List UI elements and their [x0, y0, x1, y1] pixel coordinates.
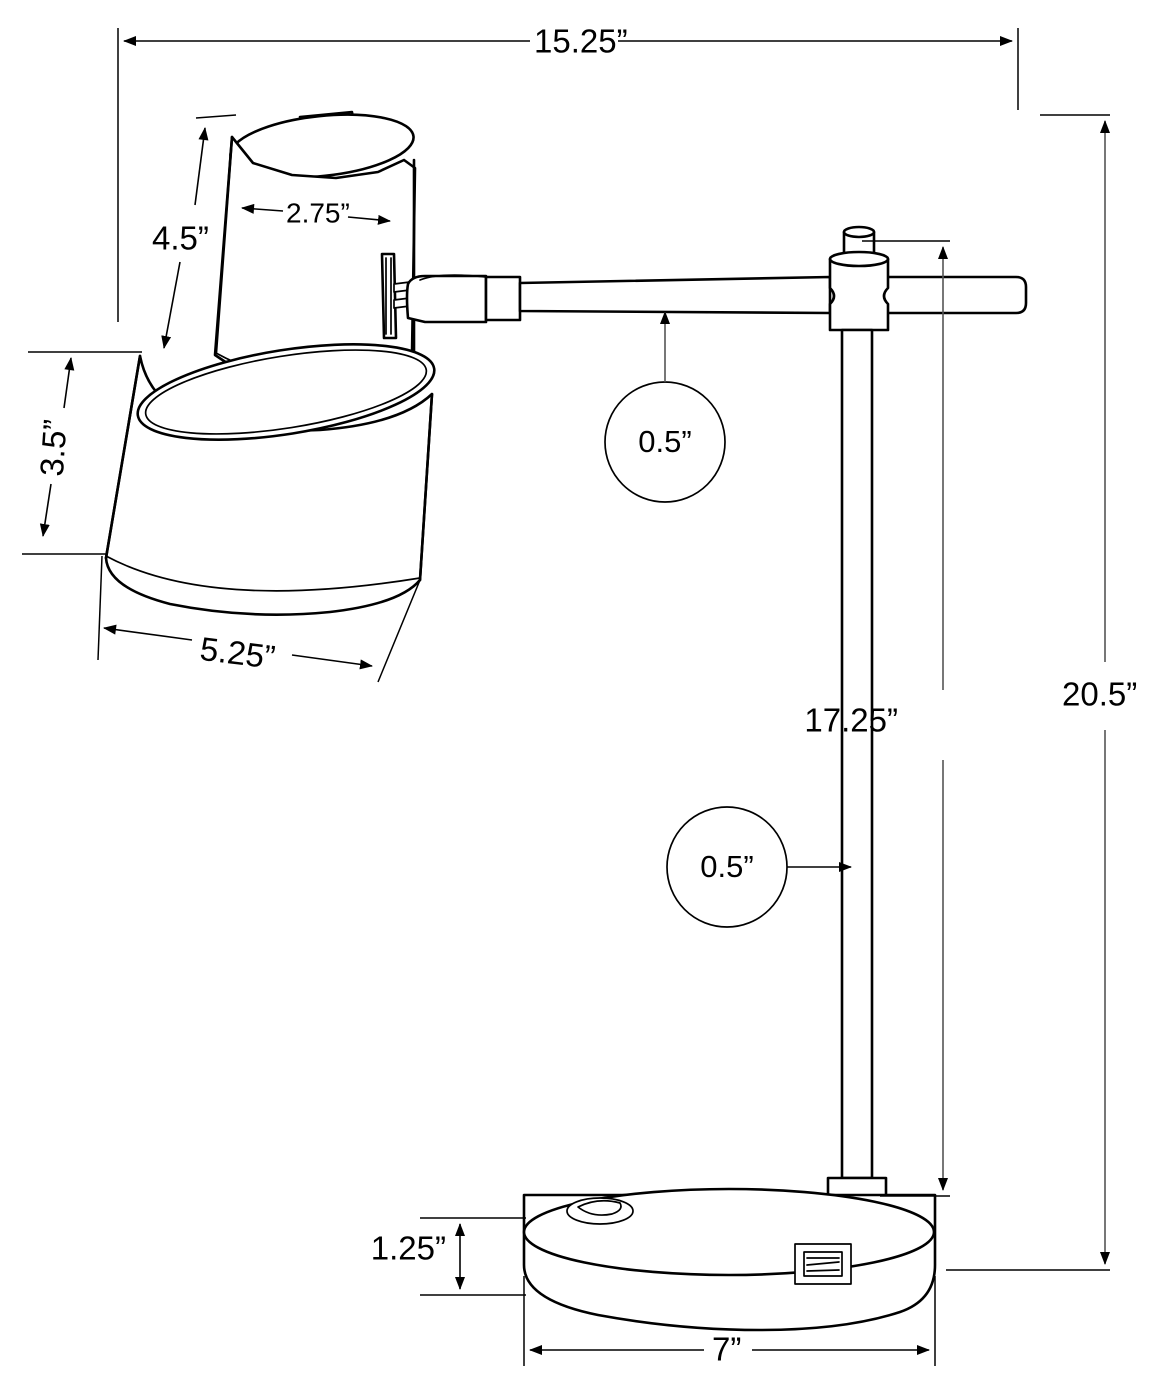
overall-height-label: 20.5”	[1062, 676, 1137, 713]
pivot-barrel	[405, 274, 488, 324]
shade-top-ellipse	[136, 343, 436, 441]
shade-bottom-curve	[105, 555, 421, 592]
overall-width-dimension: 15.25”	[117, 23, 1019, 322]
head-len-line-top	[194, 127, 209, 206]
shade-inner-ellipse	[144, 349, 428, 435]
top-knob-cap	[842, 225, 876, 239]
pole-callout-label: 0.5”	[700, 849, 753, 884]
shade-h-line-top	[63, 357, 75, 409]
horizontal-arm-group	[518, 275, 1028, 315]
horizontal-arm-right	[876, 275, 1028, 315]
base-height-label: 1.25”	[371, 1230, 446, 1267]
shade-h-line-bottom	[39, 483, 52, 537]
base-diameter-dimension: 7”	[523, 1276, 936, 1368]
shade-diameter-label: 5.25”	[198, 630, 277, 676]
head-length-label: 4.5”	[152, 220, 209, 257]
vertical-pole-group	[826, 328, 888, 1202]
head-left-edge	[214, 135, 234, 355]
head-hinge-plate	[380, 252, 398, 340]
pole-height-dimension: 17.25”	[804, 240, 950, 1197]
head-length-dimension: 4.5”	[152, 114, 237, 349]
head-diameter-dimension: 2.75”	[241, 197, 391, 228]
shade-d-ext-right	[377, 579, 421, 683]
head-len-ext-top	[195, 114, 237, 119]
overall-height-dimension: 20.5”	[946, 114, 1137, 1271]
pole-height-label: 17.25”	[804, 702, 898, 739]
horizontal-arm-left	[518, 275, 832, 315]
base-height-dimension: 1.25”	[371, 1217, 526, 1296]
arm-diameter-callout: 0.5”	[604, 311, 726, 503]
base-diameter-label: 7”	[712, 1331, 741, 1368]
head-dia-line-left	[241, 203, 284, 214]
shade-d-line-left	[103, 624, 193, 641]
top-joint-group	[828, 225, 890, 332]
shade-diameter-dimension: 5.25”	[97, 555, 421, 683]
shade-d-ext-left	[97, 555, 103, 661]
usb-port-group[interactable]	[794, 1243, 852, 1285]
shade-height-dimension: 3.5”	[22, 351, 142, 555]
arm-callout-label: 0.5”	[638, 424, 691, 459]
lamp-shade-group	[104, 343, 436, 616]
pivot-highlight	[419, 274, 487, 281]
pivot-collar	[484, 275, 522, 322]
shade-left-edge	[104, 354, 142, 560]
head-len-line-bottom	[161, 261, 181, 349]
shade-right-edge	[418, 392, 434, 582]
vertical-pole	[840, 328, 874, 1180]
head-dia-line-right	[347, 214, 391, 225]
lamp-head-group	[213, 110, 417, 387]
pole-diameter-callout: 0.5”	[666, 806, 852, 928]
head-diameter-label: 2.75”	[286, 197, 350, 228]
head-hinge-lines	[385, 257, 392, 335]
rocker-switch-group[interactable]	[566, 1197, 634, 1225]
top-joint-cap	[828, 250, 890, 268]
base-group	[522, 1187, 937, 1332]
top-joint-body	[828, 257, 890, 332]
rocker-switch-paddle[interactable]	[577, 1199, 622, 1216]
usb-port-contacts	[806, 1257, 840, 1272]
shade-height-label: 3.5”	[33, 418, 74, 477]
overall-width-label: 15.25”	[534, 23, 628, 60]
pivot-joint-group	[393, 274, 522, 324]
shade-d-line-right	[291, 654, 373, 670]
